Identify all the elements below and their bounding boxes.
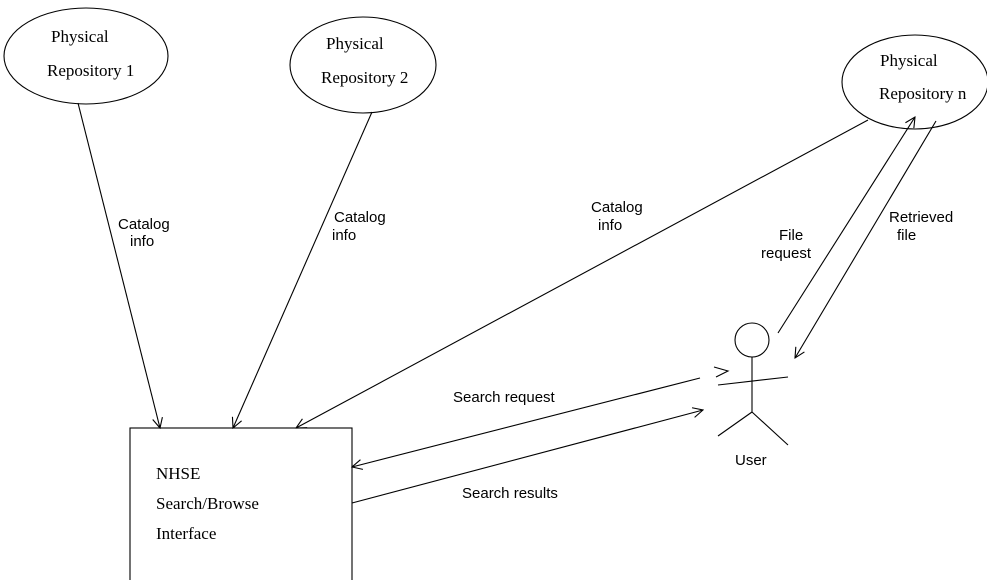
search-results-arrow xyxy=(351,410,703,504)
repository-1-node: Physical Repository 1 xyxy=(3,7,169,105)
repository-1-label-line1: Physical xyxy=(51,27,109,46)
interface-label-line1: NHSE xyxy=(156,464,200,483)
repository-n-label-line1: Physical xyxy=(880,51,938,70)
retrieved-file-label-line1: Retrieved xyxy=(889,209,953,226)
user-figure: User xyxy=(717,322,789,469)
retrieved-file-label-line2: file xyxy=(897,227,916,244)
catalog-label-1-line2: info xyxy=(130,233,154,250)
file-request-label-line2: request xyxy=(761,245,812,262)
retrieved-file-arrow xyxy=(795,120,937,358)
repository-1-label-line2: Repository 1 xyxy=(47,61,134,80)
repository-n-node: Physical Repository n xyxy=(841,34,987,130)
catalog-label-1-line1: Catalog xyxy=(118,216,170,233)
catalog-arrow-repon xyxy=(296,119,869,428)
search-results-label: Search results xyxy=(462,485,558,502)
search-request-label: Search request xyxy=(453,389,556,406)
catalog-label-3-line2: info xyxy=(598,217,622,234)
file-request-label-line1: File xyxy=(779,227,803,244)
search-request-arrow xyxy=(352,377,701,467)
catalog-label-3-line1: Catalog xyxy=(591,199,643,216)
nhse-interface-box: NHSE Search/Browse Interface xyxy=(129,427,353,580)
file-request-arrow xyxy=(777,117,915,334)
repository-2-label-line2: Repository 2 xyxy=(321,68,408,87)
catalog-label-2-line2: info xyxy=(332,227,356,244)
repository-n-label-line2: Repository n xyxy=(879,84,967,103)
catalog-arrow-repo2 xyxy=(233,111,373,428)
user-label: User xyxy=(735,452,767,469)
interface-label-line2: Search/Browse xyxy=(156,494,259,513)
catalog-arrow-repo1 xyxy=(77,102,160,428)
repository-2-label-line1: Physical xyxy=(326,34,384,53)
interface-label-line3: Interface xyxy=(156,524,216,543)
user-hand-mark xyxy=(713,366,730,378)
repository-2-node: Physical Repository 2 xyxy=(289,16,437,114)
catalog-label-2-line1: Catalog xyxy=(334,209,386,226)
